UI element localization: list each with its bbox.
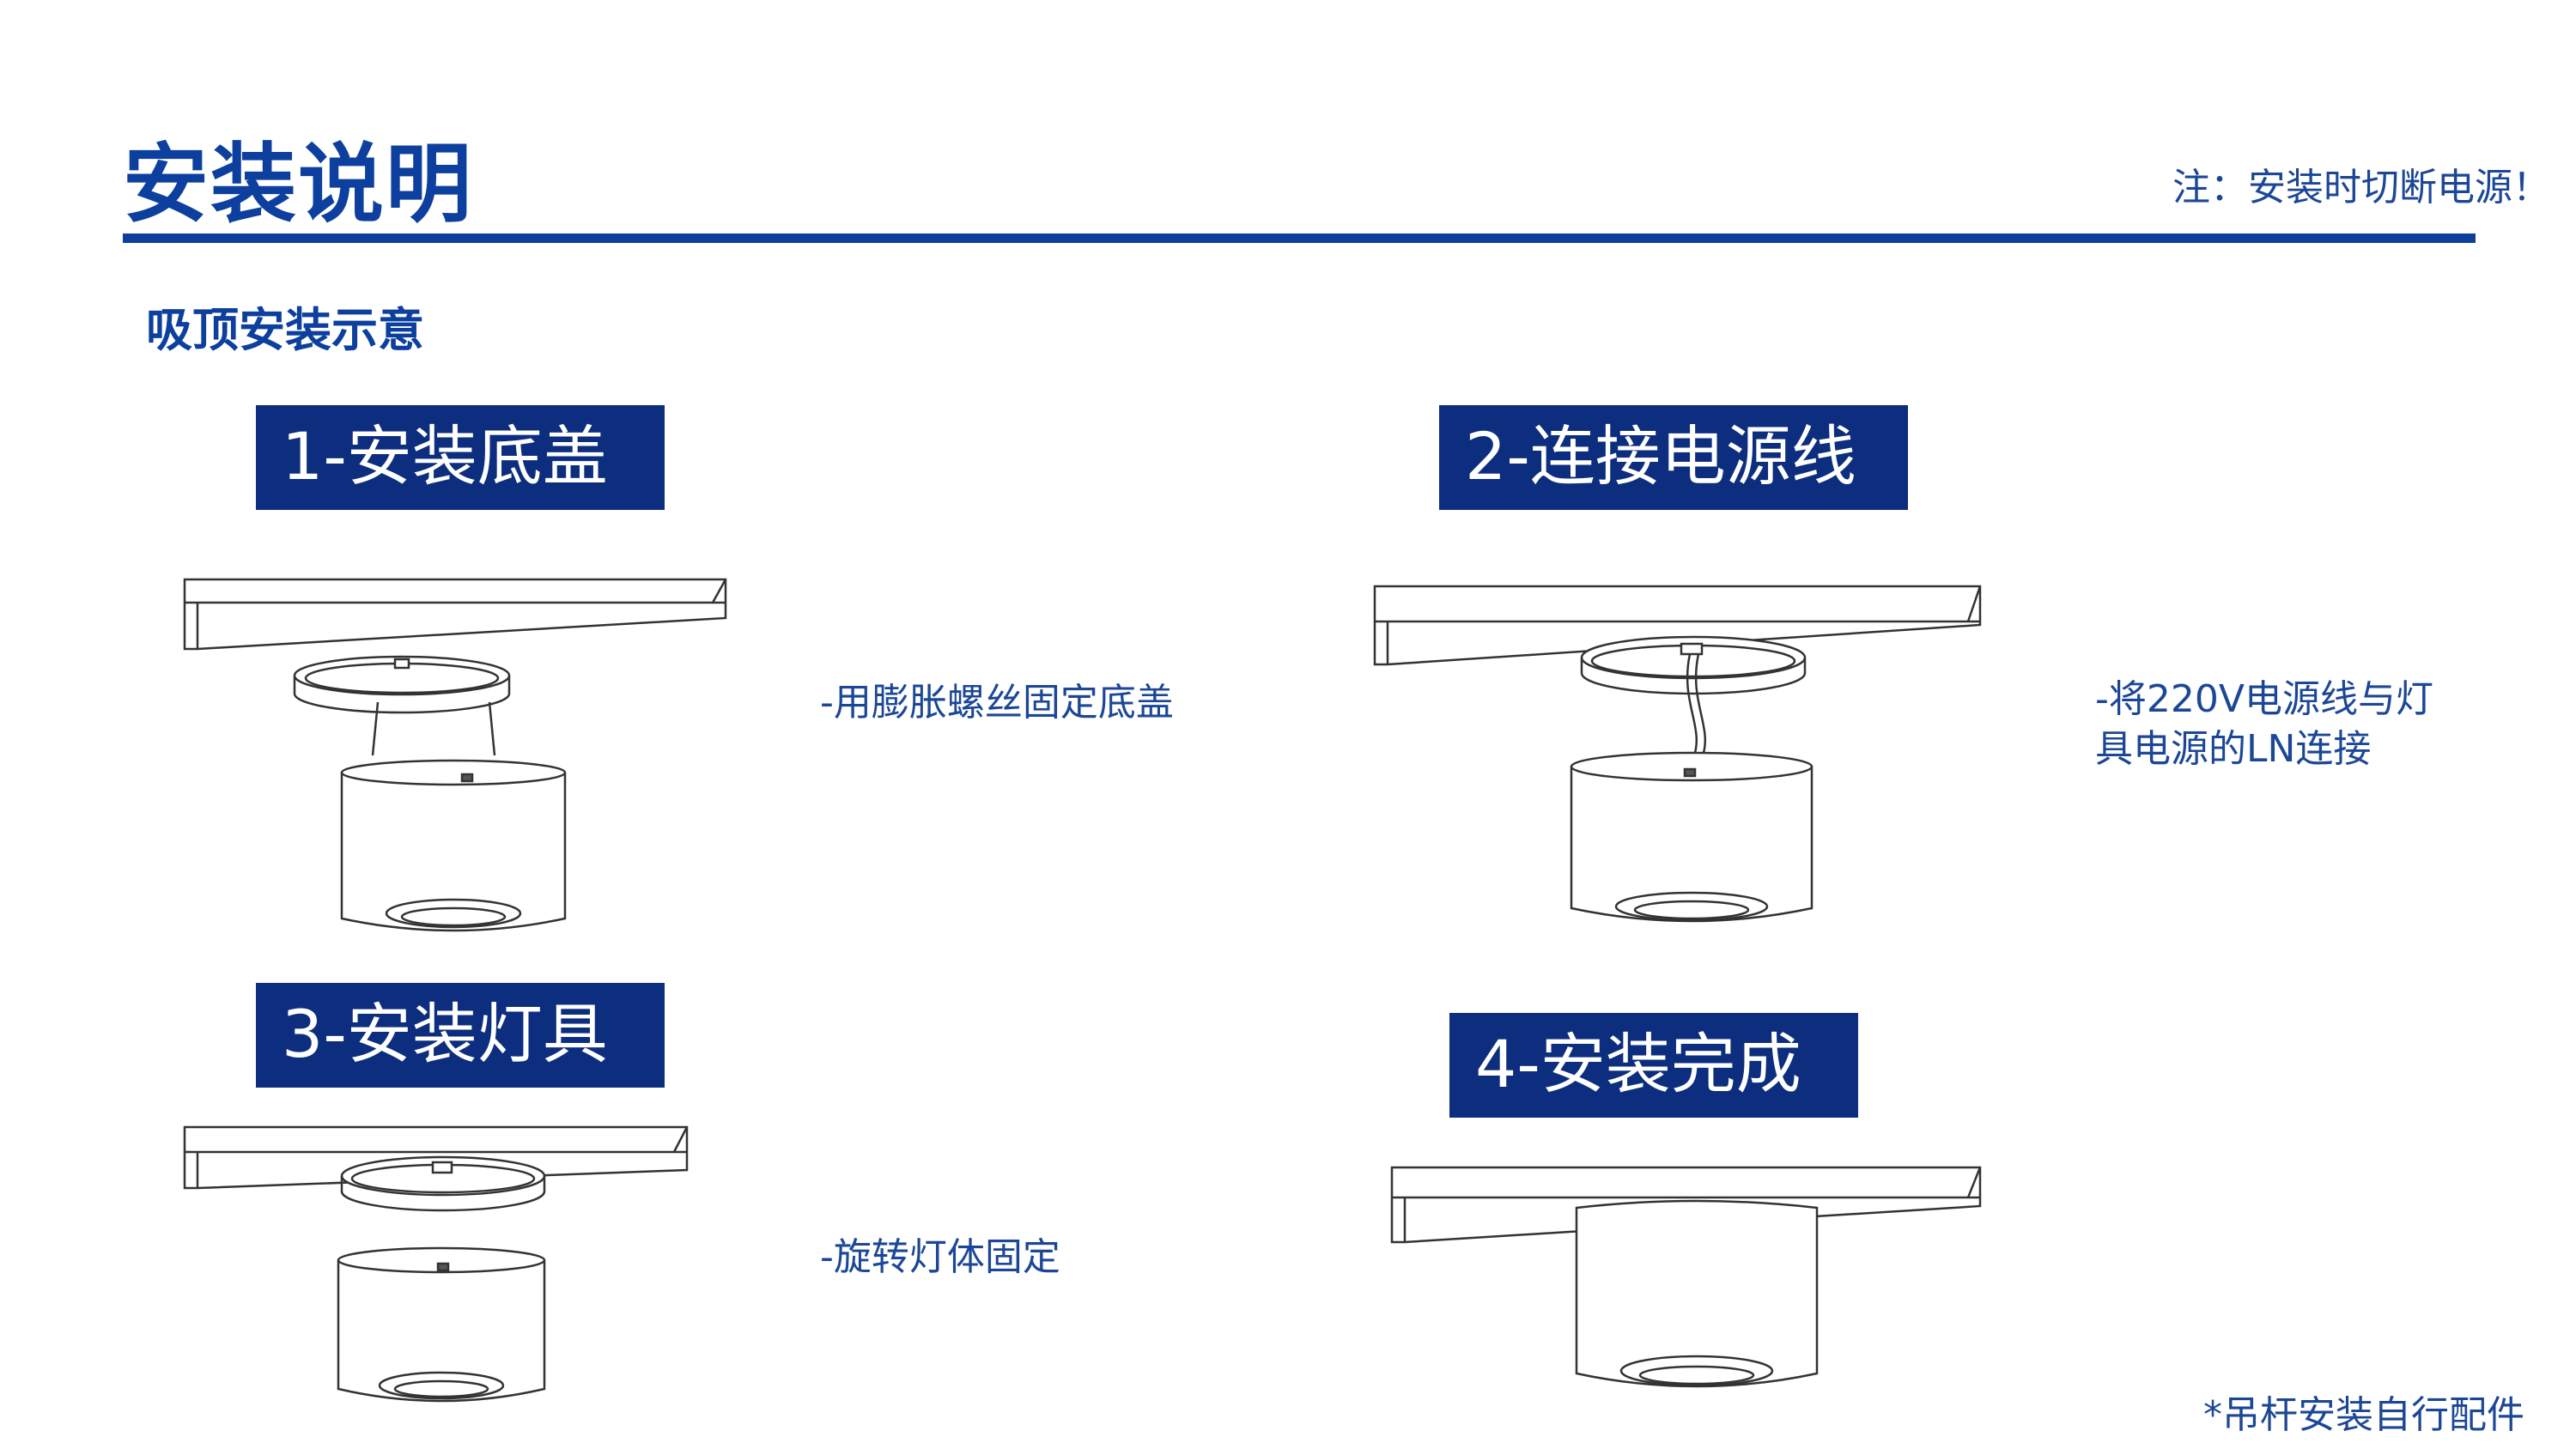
- power-off-notice: 注：安装时切断电源！: [2172, 166, 2550, 209]
- step-2-description-line: -将220V电源线与灯: [2095, 677, 2433, 721]
- step-4-illustration: [1388, 1163, 1997, 1412]
- step-2-illustration: [1370, 582, 1997, 934]
- section-subtitle: 吸顶安装示意: [146, 303, 424, 357]
- page-title: 安装说明: [123, 134, 473, 234]
- step-1-description-line: -用膨胀螺丝固定底盖: [820, 681, 1174, 724]
- step-1-illustration: [180, 575, 738, 936]
- step-1-description: -用膨胀螺丝固定底盖: [820, 678, 1174, 728]
- step-3-description-line: -旋转灯体固定: [820, 1235, 1060, 1279]
- step-4-label: 4-安装完成: [1449, 1013, 1858, 1118]
- footnote: *吊杆安装自行配件: [2203, 1393, 2524, 1437]
- step-2-description-line: 具电源的LN连接: [2095, 727, 2372, 771]
- step-1-label: 1-安装底盖: [256, 405, 665, 510]
- title-underline: [123, 233, 2476, 243]
- step-2-label: 2-连接电源线: [1439, 405, 1908, 510]
- step-2-description: -将220V电源线与灯 具电源的LN连接: [2095, 675, 2433, 774]
- step-3-label: 3-安装灯具: [256, 983, 665, 1088]
- step-3-description: -旋转灯体固定: [820, 1233, 1060, 1282]
- step-3-illustration: [180, 1123, 696, 1415]
